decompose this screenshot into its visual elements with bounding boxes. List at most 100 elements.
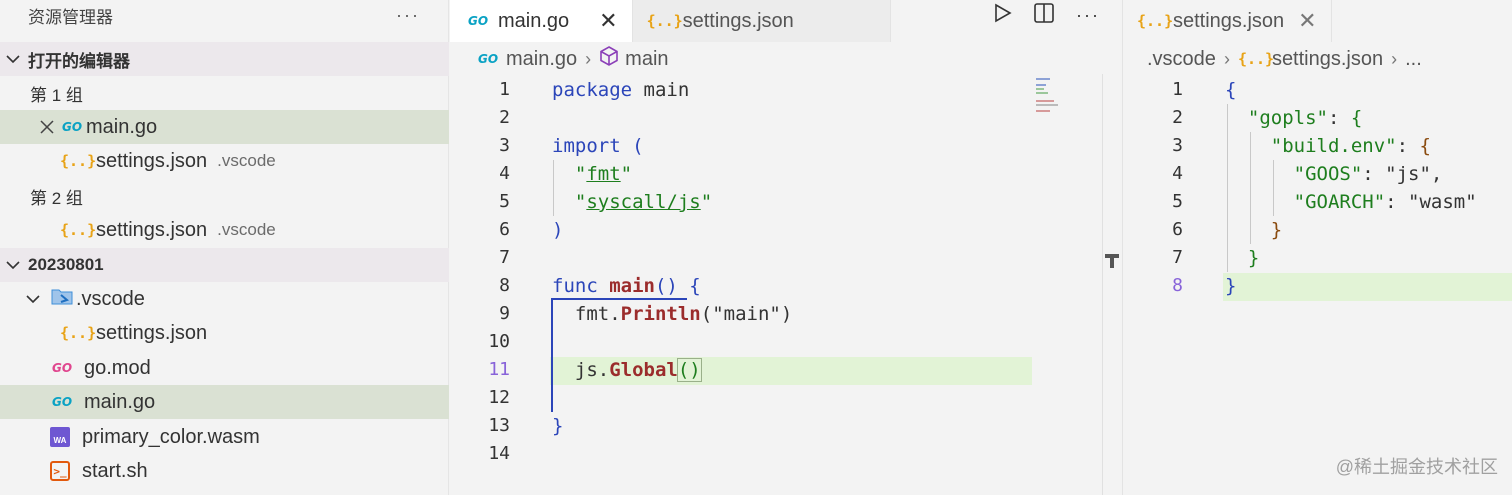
file-name: main.go <box>84 390 156 413</box>
line-number: 3 <box>1172 135 1183 156</box>
go-file-icon: GO <box>51 395 73 409</box>
indent-guide <box>1227 104 1228 272</box>
folder-section[interactable]: 20230801 <box>0 248 449 282</box>
json-file-icon: {..} <box>646 12 683 30</box>
tree-item-settings-json[interactable]: {..} settings.json <box>0 316 449 350</box>
editor-group-divider[interactable] <box>1122 0 1123 495</box>
code-line: "GOARCH": "wasm" <box>1293 191 1477 213</box>
line-number: 6 <box>1172 219 1183 240</box>
editor1-code-area[interactable]: 1 2 3 4 5 6 7 8 9 10 11 12 13 14 package… <box>450 74 1122 495</box>
close-icon[interactable]: ✕ <box>1298 8 1317 33</box>
line-number: 5 <box>1172 191 1183 212</box>
file-name: primary_color.wasm <box>82 425 260 448</box>
watermark: @稀土掘金技术社区 <box>1335 457 1498 477</box>
code-line: } <box>552 415 564 437</box>
tab-settings-json-group2[interactable]: {..} settings.json ✕ <box>1123 0 1332 42</box>
folder-label: 20230801 <box>28 255 104 274</box>
tab-main-go[interactable]: GO main.go ✕ <box>450 0 633 42</box>
group-2-label[interactable]: 第 2 组 <box>30 188 83 208</box>
file-description: .vscode <box>217 220 276 239</box>
tab-label: main.go <box>498 9 570 32</box>
tab-settings-json[interactable]: {..} settings.json <box>632 0 891 42</box>
minimap[interactable] <box>1036 76 1066 112</box>
code-line: "gopls": { <box>1247 107 1363 129</box>
code-line: { <box>1225 79 1237 101</box>
tree-item-start-sh[interactable]: >_ start.sh <box>0 454 449 488</box>
editor2-tabbar: {..} settings.json ✕ <box>1123 0 1512 42</box>
close-icon[interactable] <box>36 120 58 134</box>
code-line: ) <box>552 219 564 241</box>
scrollbar-track[interactable] <box>1102 74 1103 495</box>
bracket-pair-guide <box>551 300 553 412</box>
line-number: 1 <box>499 79 510 100</box>
open-editor-main-go[interactable]: GO main.go <box>0 110 449 144</box>
chevron-down-icon <box>4 50 22 68</box>
current-line-highlight <box>1223 273 1512 301</box>
current-line-highlight <box>550 357 1032 385</box>
chevron-right-icon: › <box>1223 48 1230 69</box>
go-file-icon: GO <box>467 14 489 28</box>
chevron-right-icon: › <box>585 48 592 69</box>
line-number: 8 <box>499 275 510 296</box>
line-number: 5 <box>499 191 510 212</box>
tree-item-go-mod[interactable]: GO go.mod <box>0 351 449 385</box>
file-name: start.sh <box>82 459 148 482</box>
breadcrumb-file[interactable]: main.go <box>506 47 578 70</box>
tree-item-main-go[interactable]: GO main.go <box>0 385 449 419</box>
tree-item-wasm[interactable]: WA primary_color.wasm <box>0 420 449 454</box>
go-file-icon: GO <box>61 120 83 134</box>
line-number: 2 <box>1172 107 1183 128</box>
line-number: 14 <box>488 443 510 464</box>
chevron-down-icon <box>4 256 22 274</box>
file-name: settings.json <box>96 149 208 172</box>
code-line: } <box>1270 219 1283 241</box>
open-editors-label: 打开的编辑器 <box>28 51 130 71</box>
open-editor-settings-json-group2[interactable]: {..} settings.json .vscode <box>0 213 449 247</box>
open-editors-section[interactable]: 打开的编辑器 <box>0 42 449 76</box>
indent-guide <box>1250 132 1251 244</box>
line-number: 3 <box>499 135 510 156</box>
json-file-icon: {..} <box>60 152 97 170</box>
chevron-right-icon: › <box>1391 48 1398 69</box>
chevron-down-icon <box>24 290 42 308</box>
split-editor-icon[interactable] <box>1034 2 1054 28</box>
line-number: 6 <box>499 219 510 240</box>
run-icon[interactable] <box>994 3 1012 28</box>
json-file-icon: {..} <box>1237 50 1275 68</box>
indent-guide <box>1273 160 1274 216</box>
line-number: 13 <box>488 415 510 436</box>
json-file-icon: {..} <box>60 324 97 342</box>
json-file-icon: {..} <box>1137 12 1174 30</box>
line-number: 2 <box>499 107 510 128</box>
breadcrumb-more[interactable]: ... <box>1405 47 1422 70</box>
tab-label: settings.json <box>682 9 794 32</box>
line-number: 1 <box>1172 79 1183 100</box>
indent-guide <box>553 160 554 216</box>
file-description: .vscode <box>217 151 276 170</box>
tree-item-vscode[interactable]: .vscode <box>0 282 449 316</box>
symbol-icon <box>599 46 619 72</box>
code-line: "fmt" <box>574 163 633 185</box>
breadcrumb-folder[interactable]: .vscode <box>1147 47 1216 70</box>
code-line: "syscall/js" <box>574 191 713 213</box>
breadcrumb-symbol[interactable]: main <box>625 47 669 70</box>
tab-label: settings.json <box>1173 9 1285 32</box>
line-number: 7 <box>1172 247 1183 268</box>
go-mod-file-icon: GO <box>51 361 73 375</box>
more-actions-icon[interactable]: ··· <box>396 4 420 25</box>
code-line: } <box>1247 247 1260 269</box>
group-1-label[interactable]: 第 1 组 <box>30 85 83 105</box>
folder-name: .vscode <box>76 287 145 310</box>
vscode-folder-icon <box>48 287 76 311</box>
more-actions-icon[interactable]: ··· <box>1076 4 1100 25</box>
explorer-header: 资源管理器 ··· <box>0 0 448 30</box>
open-editor-settings-json[interactable]: {..} settings.json .vscode <box>0 144 449 178</box>
breadcrumb-file[interactable]: settings.json <box>1271 47 1384 70</box>
line-number: 9 <box>499 303 510 324</box>
line-number: 10 <box>488 331 510 352</box>
file-name: settings.json <box>96 321 208 344</box>
editor1-actions: ··· <box>994 0 1100 30</box>
code-line: package main <box>552 79 690 101</box>
editor2-code-area[interactable]: 1 2 3 4 5 6 7 8 { "gopls": { "build.env"… <box>1123 74 1512 495</box>
close-icon[interactable]: ✕ <box>599 8 618 33</box>
